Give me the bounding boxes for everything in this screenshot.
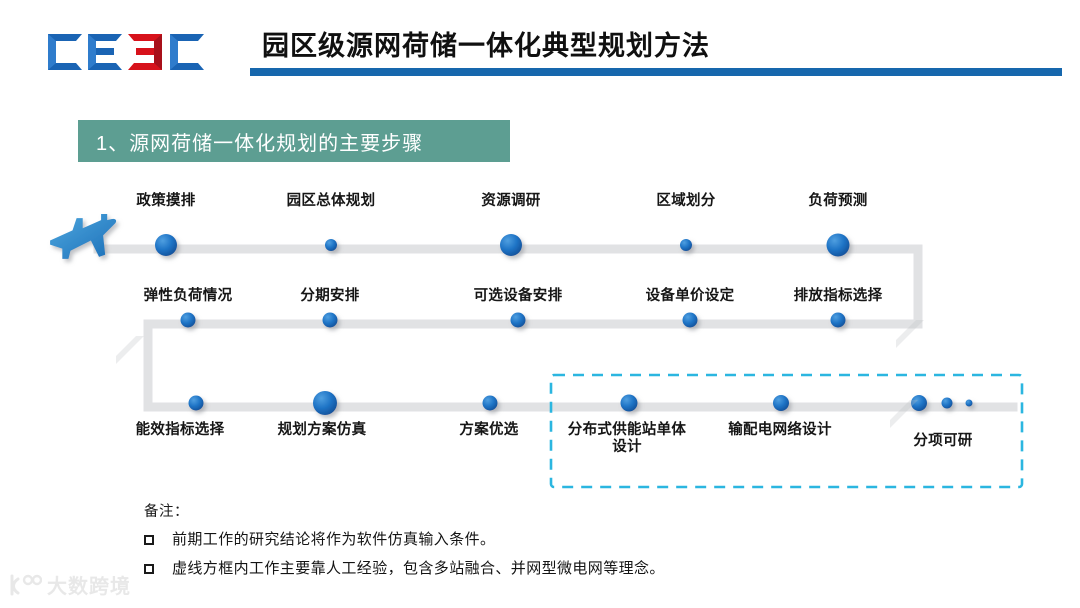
flow-step-label: 资源调研 bbox=[481, 193, 541, 209]
notes-section: 备注： 前期工作的研究结论将作为软件仿真输入条件。 虚线方框内工作主要靠人工经验… bbox=[144, 500, 904, 587]
note-text: 前期工作的研究结论将作为软件仿真输入条件。 bbox=[172, 531, 496, 548]
notes-title: 备注： bbox=[144, 504, 189, 520]
flow-step-label: 区域划分 bbox=[656, 193, 716, 209]
row-3-nodes bbox=[188, 391, 973, 415]
checkbox-bullet-icon bbox=[144, 563, 154, 574]
airplane-icon bbox=[50, 214, 117, 259]
flow-step-label: 排放指标选择 bbox=[793, 288, 883, 304]
flow-step-label: 输配电网络设计 bbox=[728, 422, 832, 438]
flow-step-label: 园区总体规划 bbox=[286, 193, 376, 209]
note-item: 前期工作的研究结论将作为软件仿真输入条件。 bbox=[144, 530, 904, 550]
flow-step-label: 政策摸排 bbox=[136, 193, 196, 209]
note-item: 虚线方框内工作主要靠人工经验，包含多站融合、并网型微电网等理念。 bbox=[144, 559, 904, 579]
flow-step-label: 分项可研 bbox=[913, 433, 973, 449]
watermark-text: 大数跨境 bbox=[47, 576, 131, 598]
flow-step-label: 弹性负荷情况 bbox=[143, 288, 233, 304]
page-title: 园区级源网荷储一体化典型规划方法 bbox=[262, 31, 710, 61]
flow-step-label: 负荷预测 bbox=[808, 193, 868, 209]
section-heading-label: 1、源网荷储一体化规划的主要步骤 bbox=[96, 132, 424, 155]
flow-connector-line bbox=[95, 240, 1010, 408]
flow-step-label: 分布式供能站单体设计 bbox=[567, 422, 687, 456]
dashed-highlight-box-outline bbox=[549, 373, 1024, 489]
flow-step-label: 可选设备安排 bbox=[473, 288, 563, 304]
flow-step-label: 方案优选 bbox=[459, 422, 519, 438]
watermark: 大数跨境 bbox=[8, 570, 131, 599]
cetc-logo bbox=[44, 26, 214, 78]
process-flow-diagram: 政策摸排 园区总体规划 资源调研 区域划分 负荷预测 弹性负荷情况 分期安排 可… bbox=[0, 170, 1080, 500]
flow-step-label: 规划方案仿真 bbox=[277, 422, 367, 438]
flow-step-label: 能效指标选择 bbox=[135, 422, 225, 438]
section-heading: 1、源网荷储一体化规划的主要步骤 bbox=[78, 120, 510, 162]
row-2-nodes bbox=[180, 312, 846, 328]
title-underline bbox=[250, 68, 1062, 76]
row-1-nodes bbox=[155, 233, 850, 257]
flow-step-label: 分期安排 bbox=[300, 288, 360, 304]
flow-step-label: 设备单价设定 bbox=[645, 288, 735, 304]
watermark-logo-icon bbox=[8, 572, 43, 598]
checkbox-bullet-icon bbox=[144, 535, 154, 545]
slide-header: 园区级源网荷储一体化典型规划方法 bbox=[0, 0, 1080, 100]
note-text: 虚线方框内工作主要靠人工经验，包含多站融合、并网型微电网等理念。 bbox=[172, 559, 665, 577]
